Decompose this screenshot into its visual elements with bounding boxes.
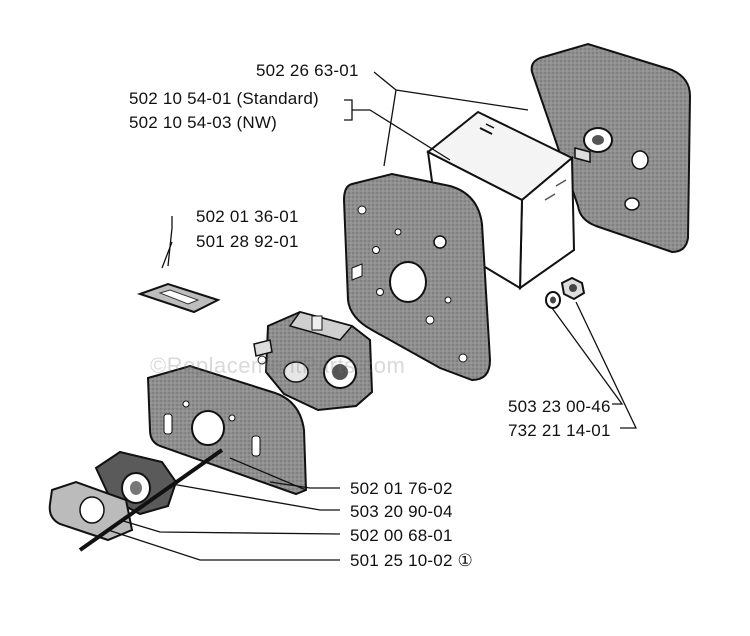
label-air-filter-cover: 502 26 63-01 <box>256 61 359 80</box>
watermark: ©ReplacementParts.com <box>150 353 406 378</box>
label-screw: 503 20 90-04 <box>350 502 453 521</box>
washer <box>545 291 561 309</box>
carburetor <box>253 310 374 412</box>
label-washer: 503 23 00-46 <box>508 397 611 416</box>
nut <box>560 276 586 301</box>
label-screen-part-b: 501 28 92-01 <box>196 232 299 251</box>
stud-rod <box>78 448 224 552</box>
label-screen-part-a: 502 01 36-01 <box>196 207 299 226</box>
label-stud: 501 25 10-02 ① <box>350 551 473 570</box>
label-gasket: 502 00 68-01 <box>350 526 453 545</box>
label-air-filter-nw: 502 10 54-03 (NW) <box>129 113 277 132</box>
screen-part <box>136 282 221 314</box>
leader-lines <box>107 71 638 561</box>
label-air-filter-standard: 502 10 54-01 (Standard) <box>129 89 319 108</box>
air-filter-cover <box>530 42 692 254</box>
label-heat-shield: 502 01 76-02 <box>350 479 453 498</box>
label-nut: 732 21 14-01 <box>508 421 611 440</box>
heat-shield-plate <box>146 364 308 496</box>
filter-base-plate <box>342 172 492 382</box>
